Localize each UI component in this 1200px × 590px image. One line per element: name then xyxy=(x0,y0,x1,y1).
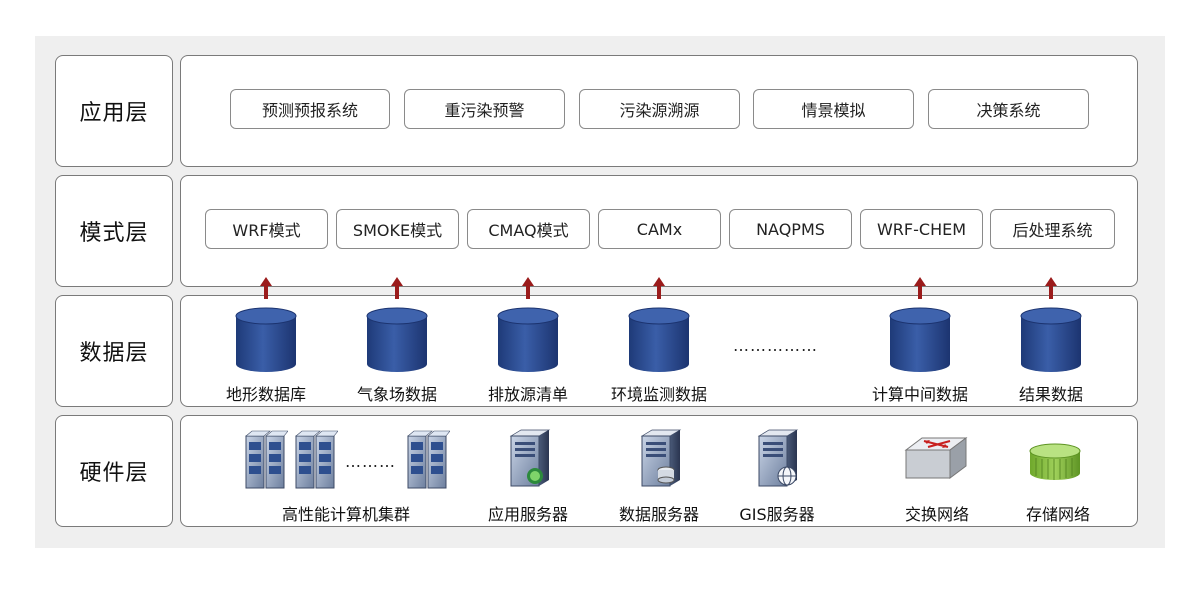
gis-server-icon xyxy=(757,429,799,487)
hardware-item-storage: 存储网络 xyxy=(1025,505,1091,524)
app-item-source-tracing: 污染源溯源 xyxy=(579,89,740,129)
database-icon xyxy=(1020,307,1082,372)
database-icon xyxy=(366,307,428,372)
hardware-item-switch: 交换网络 xyxy=(904,505,970,524)
app-item-pollution-warning: 重污染预警 xyxy=(404,89,565,129)
arrow-up-icon xyxy=(1045,277,1057,299)
model-item-postprocess: 后处理系统 xyxy=(990,209,1115,249)
layer-label-data: 数据层 xyxy=(55,295,173,407)
hardware-item-app-server: 应用服务器 xyxy=(487,505,569,524)
hardware-item-cluster: 高性能计算机集群 xyxy=(281,505,411,524)
data-item-results: 结果数据 xyxy=(1018,385,1084,404)
app-item-scenario: 情景模拟 xyxy=(753,89,914,129)
database-icon xyxy=(889,307,951,372)
data-item-monitoring: 环境监测数据 xyxy=(610,385,708,404)
storage-icon xyxy=(1029,443,1081,480)
model-layer-panel: WRF模式 SMOKE模式 CMAQ模式 CAMx NAQPMS WRF-CHE… xyxy=(180,175,1138,287)
layer-label-app: 应用层 xyxy=(55,55,173,167)
model-item-smoke: SMOKE模式 xyxy=(336,209,459,249)
app-server-icon xyxy=(509,429,551,487)
data-item-terrain: 地形数据库 xyxy=(225,385,307,404)
model-item-camx: CAMx xyxy=(598,209,721,249)
arrow-up-icon xyxy=(522,277,534,299)
model-item-naqpms: NAQPMS xyxy=(729,209,852,249)
app-item-forecast: 预测预报系统 xyxy=(230,89,390,129)
arrow-up-icon xyxy=(653,277,665,299)
database-icon xyxy=(497,307,559,372)
data-item-emission: 排放源清单 xyxy=(487,385,569,404)
layer-label-model: 模式层 xyxy=(55,175,173,287)
model-item-cmaq: CMAQ模式 xyxy=(467,209,590,249)
database-icon xyxy=(628,307,690,372)
arrow-up-icon xyxy=(260,277,272,299)
data-server-icon xyxy=(640,429,682,487)
layer-label-hardware: 硬件层 xyxy=(55,415,173,527)
arrow-up-icon xyxy=(391,277,403,299)
app-item-decision: 决策系统 xyxy=(928,89,1089,129)
cluster-rack-icon xyxy=(245,430,288,489)
data-item-meteorology: 气象场数据 xyxy=(356,385,438,404)
cluster-ellipsis: ……… xyxy=(345,452,396,471)
arrow-up-icon xyxy=(914,277,926,299)
model-item-wrf: WRF模式 xyxy=(205,209,328,249)
data-ellipsis: …………… xyxy=(733,336,818,355)
hardware-item-gis-server: GIS服务器 xyxy=(739,505,815,524)
app-layer-panel: 预测预报系统 重污染预警 污染源溯源 情景模拟 决策系统 xyxy=(180,55,1138,167)
database-icon xyxy=(235,307,297,372)
cluster-rack-icon xyxy=(407,430,450,489)
network-switch-icon xyxy=(904,437,968,479)
hardware-item-data-server: 数据服务器 xyxy=(618,505,700,524)
data-item-intermediate: 计算中间数据 xyxy=(871,385,969,404)
model-item-wrf-chem: WRF-CHEM xyxy=(860,209,983,249)
cluster-rack-icon xyxy=(295,430,338,489)
